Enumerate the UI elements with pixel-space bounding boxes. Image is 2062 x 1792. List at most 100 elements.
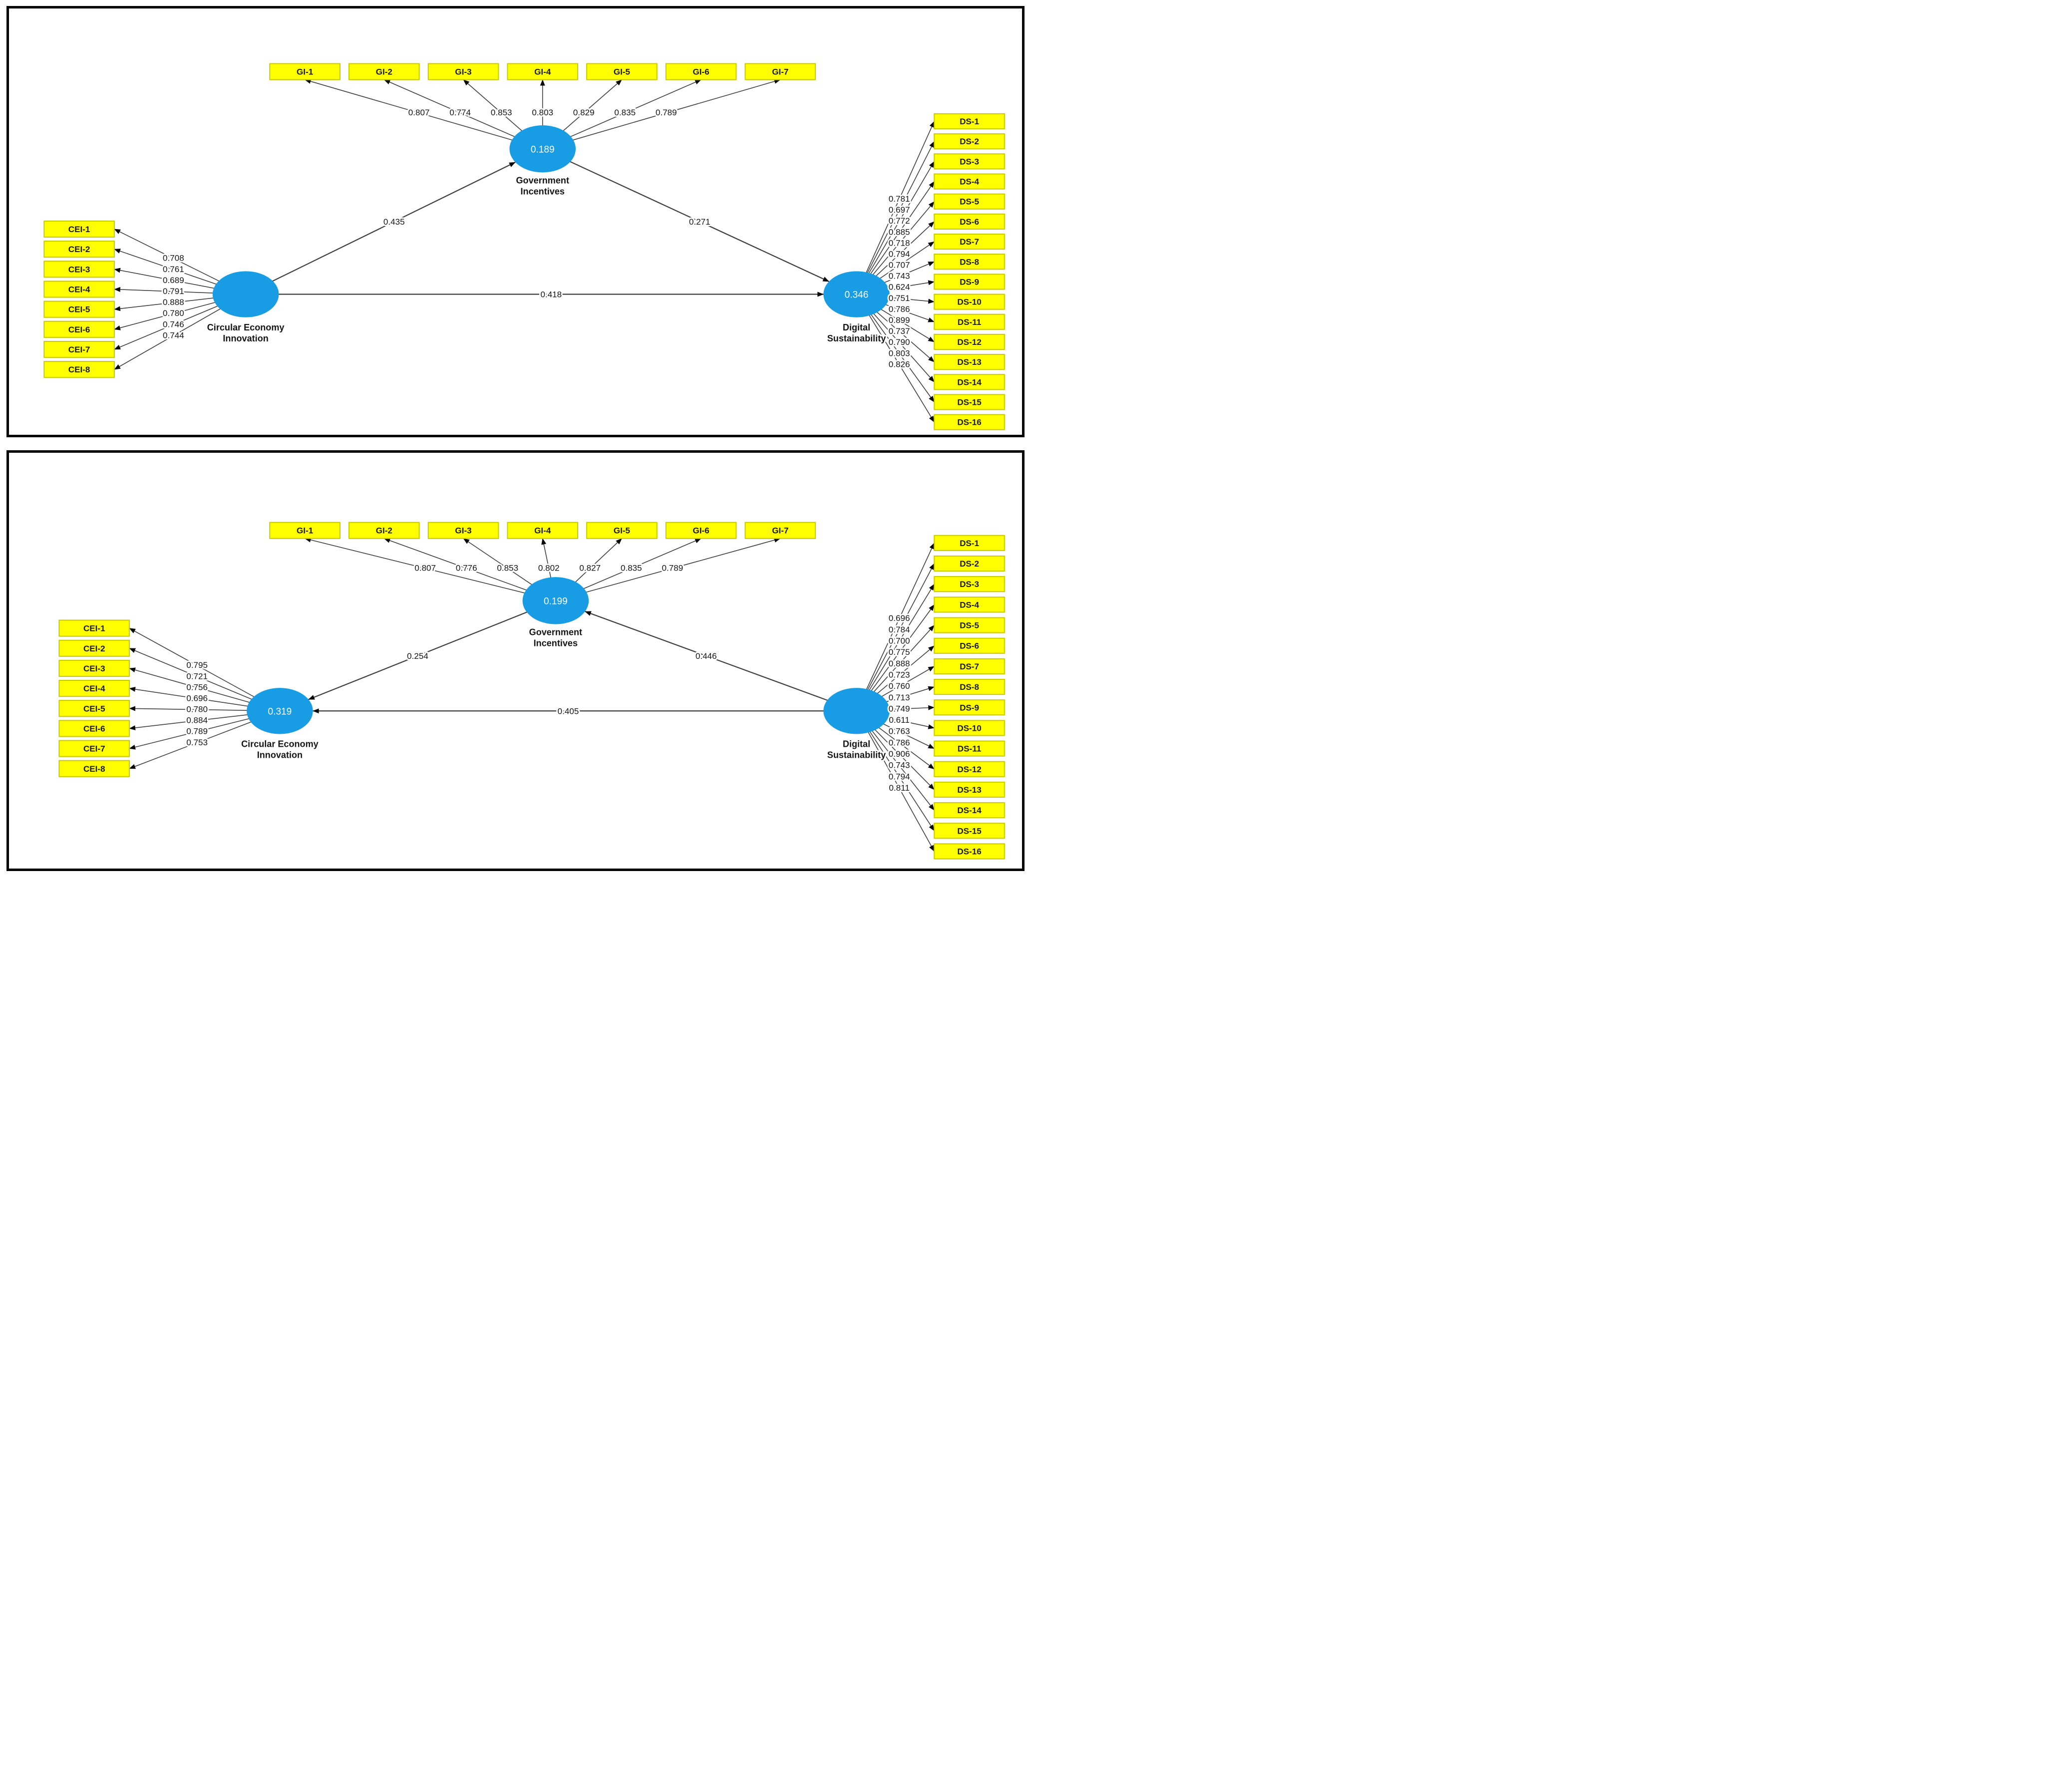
indicator-box-GI-5 bbox=[586, 522, 658, 539]
indicator-box-DS-10 bbox=[934, 294, 1005, 310]
indicator-box-CEI-3 bbox=[43, 261, 115, 278]
indicator-box-GI-5 bbox=[586, 63, 658, 80]
indicator-box-DS-9 bbox=[934, 699, 1005, 716]
indicator-box-DS-14 bbox=[934, 802, 1005, 819]
indicator-box-DS-7 bbox=[934, 658, 1005, 674]
indicator-box-DS-12 bbox=[934, 761, 1005, 777]
indicator-label: CEI-6 bbox=[68, 325, 90, 334]
indicator-label: CEI-8 bbox=[68, 365, 90, 374]
latent-ellipse-ds bbox=[823, 271, 890, 317]
indicator-box-DS-4 bbox=[934, 597, 1005, 613]
loading-value: 0.853 bbox=[497, 563, 518, 573]
indicator-box-DS-6 bbox=[934, 637, 1005, 654]
indicator-label: CEI-2 bbox=[83, 644, 105, 653]
indicator-box-DS-13 bbox=[934, 781, 1005, 798]
loading-value: 0.807 bbox=[414, 563, 436, 573]
loading-value: 0.780 bbox=[163, 308, 184, 318]
indicator-label: GI-3 bbox=[455, 67, 471, 77]
indicator-label: DS-6 bbox=[960, 641, 979, 651]
loading-value: 0.807 bbox=[408, 108, 430, 117]
indicator-box-DS-8 bbox=[934, 254, 1005, 270]
indicator-box-CEI-3 bbox=[58, 659, 130, 677]
loading-value: 0.791 bbox=[163, 287, 184, 296]
indicator-box-DS-13 bbox=[934, 354, 1005, 370]
loading-value: 0.697 bbox=[889, 205, 910, 215]
indicator-label: DS-13 bbox=[957, 357, 981, 367]
indicator-box-GI-3 bbox=[427, 522, 499, 539]
loading-value: 0.786 bbox=[889, 304, 910, 314]
loading-value: 0.744 bbox=[163, 330, 184, 340]
indicator-box-CEI-1 bbox=[58, 619, 130, 637]
loading-value: 0.826 bbox=[889, 359, 910, 369]
indicator-label: DS-4 bbox=[960, 600, 979, 609]
loading-value: 0.743 bbox=[889, 272, 910, 281]
indicator-box-DS-7 bbox=[934, 233, 1005, 250]
loading-value: 0.780 bbox=[186, 704, 208, 714]
indicator-box-CEI-7 bbox=[58, 740, 130, 757]
indicator-label: GI-2 bbox=[376, 67, 392, 77]
loading-value: 0.794 bbox=[889, 249, 910, 259]
loading-value: 0.751 bbox=[889, 294, 910, 303]
indicator-box-CEI-8 bbox=[43, 361, 115, 378]
loading-value: 0.696 bbox=[889, 613, 910, 623]
indicator-box-CEI-5 bbox=[58, 699, 130, 717]
latent-r2-value: 0.319 bbox=[268, 706, 292, 717]
latent-name: Incentives bbox=[521, 187, 565, 197]
indicator-label: CEI-1 bbox=[83, 623, 105, 633]
indicator-box-GI-2 bbox=[348, 522, 420, 539]
indicator-box-GI-4 bbox=[507, 522, 579, 539]
indicator-label: DS-10 bbox=[957, 723, 981, 733]
latent-name: Digital bbox=[843, 322, 870, 332]
indicator-arrow-GI-7 bbox=[555, 537, 781, 601]
path-arrow-gi-cei bbox=[308, 600, 556, 700]
indicator-label: DS-9 bbox=[960, 703, 979, 712]
indicator-label: CEI-7 bbox=[68, 345, 90, 354]
loading-value: 0.794 bbox=[889, 772, 910, 781]
path-arrow-ds-gi bbox=[585, 610, 857, 712]
indicator-label: DS-8 bbox=[960, 257, 979, 267]
indicator-label: GI-5 bbox=[614, 67, 631, 77]
indicator-arrow-GI-1 bbox=[305, 537, 556, 601]
indicator-box-DS-1 bbox=[934, 113, 1005, 130]
loading-value: 0.853 bbox=[491, 108, 512, 117]
indicator-label: DS-15 bbox=[957, 398, 982, 407]
indicator-label: DS-16 bbox=[957, 847, 981, 856]
indicator-box-CEI-1 bbox=[43, 220, 115, 238]
indicator-label: DS-16 bbox=[957, 418, 981, 427]
loading-value: 0.781 bbox=[889, 194, 910, 204]
indicator-label: DS-13 bbox=[957, 785, 981, 795]
indicator-arrow-DS-3 bbox=[856, 161, 935, 295]
latent-name: Government bbox=[529, 627, 582, 637]
indicator-box-DS-12 bbox=[934, 333, 1005, 350]
latent-r2-value: 0.346 bbox=[845, 290, 869, 300]
indicator-label: DS-4 bbox=[960, 177, 979, 187]
loading-value: 0.713 bbox=[889, 693, 910, 702]
loading-value: 0.760 bbox=[889, 681, 910, 691]
indicator-box-GI-7 bbox=[744, 63, 816, 80]
indicator-box-DS-6 bbox=[934, 213, 1005, 230]
indicator-box-DS-3 bbox=[934, 576, 1005, 593]
indicator-label: DS-11 bbox=[958, 317, 982, 327]
loading-value: 0.689 bbox=[163, 276, 184, 285]
loading-value: 0.884 bbox=[186, 715, 208, 725]
indicator-box-CEI-4 bbox=[43, 281, 115, 298]
indicator-box-CEI-2 bbox=[43, 241, 115, 258]
path-coefficient: 0.418 bbox=[540, 290, 562, 299]
loading-value: 0.829 bbox=[573, 108, 595, 117]
indicator-label: DS-7 bbox=[960, 237, 979, 247]
indicator-label: CEI-8 bbox=[83, 764, 105, 774]
loading-value: 0.761 bbox=[163, 265, 184, 274]
indicator-label: GI-7 bbox=[772, 526, 788, 535]
indicator-box-CEI-6 bbox=[58, 720, 130, 737]
indicator-box-CEI-7 bbox=[43, 340, 115, 358]
indicator-label: DS-6 bbox=[960, 217, 979, 227]
indicator-box-DS-5 bbox=[934, 193, 1005, 210]
indicator-label: CEI-2 bbox=[68, 245, 90, 254]
latent-name: Sustainability bbox=[827, 333, 886, 343]
